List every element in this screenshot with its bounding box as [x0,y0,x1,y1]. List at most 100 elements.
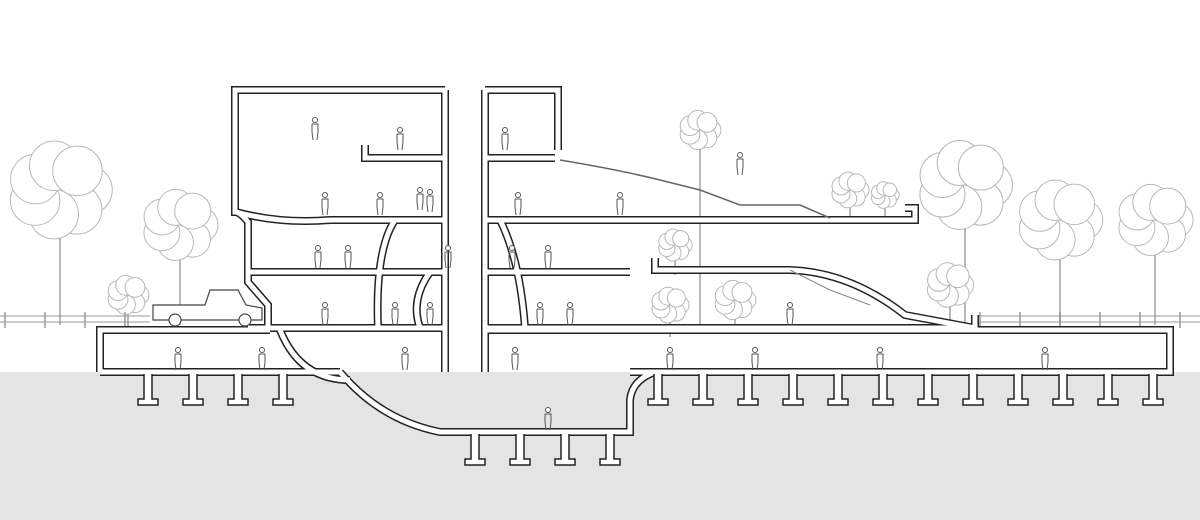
pier [1052,374,1074,406]
person-head [512,347,518,353]
person-body [544,251,552,269]
person-body [666,353,674,371]
person-body [391,308,399,326]
person-head [502,127,508,133]
tree [1018,179,1104,325]
person-figure [508,245,516,269]
person-body [426,195,434,213]
person-figure [666,347,674,371]
person-body [616,198,624,216]
truck-body [152,289,263,321]
wall-fill [362,145,445,161]
people-figures [174,117,1049,431]
person-body [314,251,322,269]
person-head [322,192,328,198]
pier-outline [782,374,804,406]
person-body [876,353,884,371]
person-figure [511,347,519,371]
tree-canopy [666,288,686,308]
person-head [1042,347,1048,353]
pier-outline [1007,374,1029,406]
person-figure [258,347,266,371]
pier [464,434,486,466]
person-figure [426,302,434,326]
wall-fill [485,205,918,223]
person-body [321,198,329,216]
pier-outline [182,374,204,406]
person-head [259,347,265,353]
tree-canopy [957,144,1004,191]
person-head [175,347,181,353]
person-body [508,251,516,269]
person-head [509,245,515,251]
person-head [397,127,403,133]
person-figure [514,192,522,216]
pier [509,434,531,466]
tree-canopy [124,276,146,298]
person-body [511,353,519,371]
tree-canopy [946,264,970,289]
tree [870,181,900,222]
pier [692,374,714,406]
ground [0,372,1200,520]
pier-outline [1097,374,1119,406]
person-body [1041,353,1049,371]
person-body [401,353,409,371]
wall-fill [414,270,433,329]
person-body [174,353,182,371]
person-head [427,302,433,308]
person-body [416,193,424,211]
tree [9,140,113,325]
person-body [544,413,552,431]
pier-outline [647,374,669,406]
tree-canopy [52,145,103,197]
pier [872,374,894,406]
person-figure [314,245,322,269]
truck-wheel [238,313,252,327]
person-head [877,347,883,353]
person-figure [344,245,352,269]
person-figure [376,192,384,216]
pier-outline [599,434,621,466]
pier [599,434,621,466]
wall-fill [97,327,270,372]
wall-fill [277,329,351,383]
person-head [537,302,543,308]
person-body [426,308,434,326]
person-figure [416,187,424,211]
person-body [344,251,352,269]
pier-outline [554,434,576,466]
pier [137,374,159,406]
person-figure [1041,347,1049,371]
pier [962,374,984,406]
person-head [322,302,328,308]
person-figure [616,192,624,216]
person-head [787,302,793,308]
person-body [536,308,544,326]
tree-canopy [672,230,690,248]
pier-outline [1142,374,1164,406]
tree-canopy [882,182,898,198]
person-figure [736,152,744,176]
person-figure [321,192,329,216]
pier-outline [827,374,849,406]
pier-outline [692,374,714,406]
wall-fill [485,87,561,150]
person-figure [544,407,552,431]
person-body [751,353,759,371]
pier-outline [509,434,531,466]
person-head [377,192,383,198]
pier [554,434,576,466]
person-head [752,347,758,353]
person-head [345,245,351,251]
person-head [312,117,318,123]
tree [1118,183,1194,325]
person-body [444,251,452,269]
person-figure [544,245,552,269]
pier [647,374,669,406]
person-figure [321,302,329,326]
person-head [427,189,433,195]
trees [9,109,1194,337]
person-head [515,192,521,198]
